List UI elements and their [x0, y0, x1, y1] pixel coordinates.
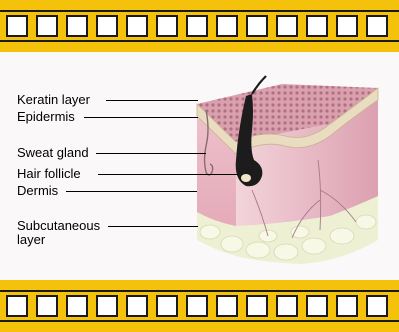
leader-sweat-gland — [96, 153, 206, 154]
film-frame — [156, 15, 178, 37]
film-frame — [366, 295, 388, 317]
label-keratin-layer: Keratin layer — [17, 93, 90, 107]
film-strip-top — [0, 0, 399, 52]
leader-keratin-layer — [106, 100, 198, 101]
leader-hair-follicle — [98, 174, 238, 175]
film-frame — [246, 15, 268, 37]
film-frame — [216, 295, 238, 317]
film-frame — [126, 15, 148, 37]
film-frames — [0, 0, 399, 52]
hair-bulb-highlight — [241, 174, 251, 182]
label-subcutaneous-line2: layer — [17, 233, 45, 247]
film-frame — [306, 15, 328, 37]
film-frame — [186, 15, 208, 37]
film-frame — [6, 295, 28, 317]
film-frame — [126, 295, 148, 317]
film-frame — [336, 295, 358, 317]
film-frame — [66, 295, 88, 317]
film-frame — [246, 295, 268, 317]
film-frame — [156, 295, 178, 317]
leader-epidermis — [84, 117, 198, 118]
film-frame — [96, 15, 118, 37]
label-subcutaneous-line1: Subcutaneous — [17, 219, 100, 233]
film-frame — [66, 15, 88, 37]
film-frame — [96, 295, 118, 317]
film-frame — [186, 295, 208, 317]
film-frame — [6, 15, 28, 37]
film-frame — [276, 15, 298, 37]
leader-dermis — [66, 191, 197, 192]
label-sweat-gland: Sweat gland — [17, 146, 89, 160]
film-frame — [306, 295, 328, 317]
label-epidermis: Epidermis — [17, 110, 75, 124]
leader-subcutaneous — [108, 226, 198, 227]
film-frame — [276, 295, 298, 317]
film-strip-bottom — [0, 280, 399, 332]
film-frame — [36, 15, 58, 37]
film-frame — [366, 15, 388, 37]
film-frame — [336, 15, 358, 37]
label-dermis: Dermis — [17, 184, 58, 198]
label-hair-follicle: Hair follicle — [17, 167, 81, 181]
film-frame — [36, 295, 58, 317]
film-frames — [0, 280, 399, 332]
film-frame — [216, 15, 238, 37]
